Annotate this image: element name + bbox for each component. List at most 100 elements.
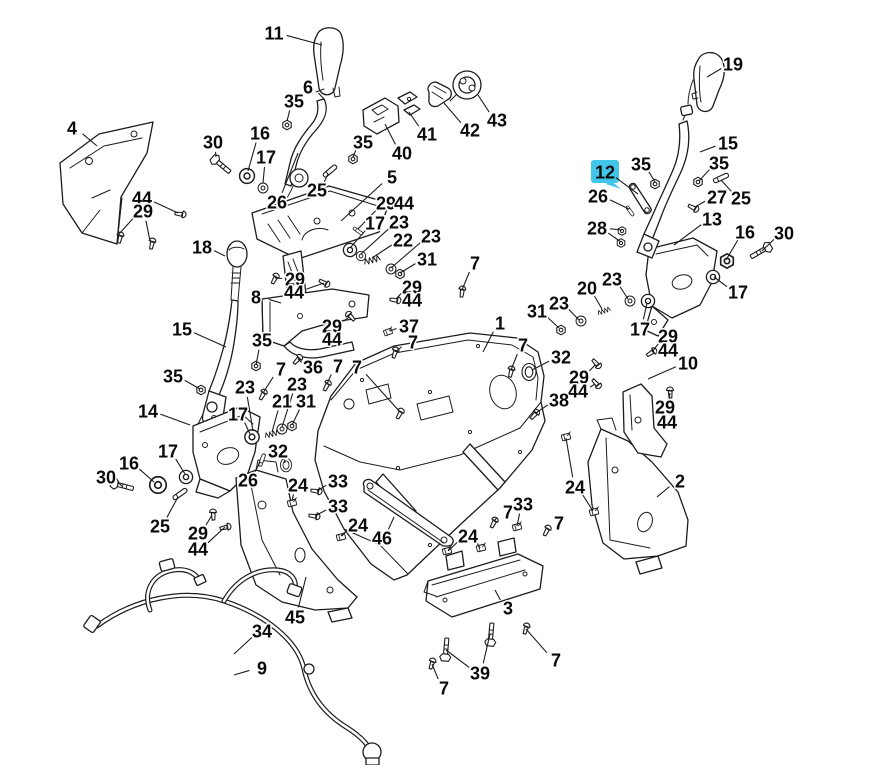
part-label-23[interactable]: 23 xyxy=(285,373,308,396)
part-label-31[interactable]: 31 xyxy=(415,248,438,271)
part-label-32[interactable]: 32 xyxy=(549,346,572,369)
part-label-29[interactable]: 29 xyxy=(131,200,154,223)
part-label-16[interactable]: 16 xyxy=(117,452,140,475)
part-label-44[interactable]: 44 xyxy=(320,328,343,351)
part-label-26[interactable]: 26 xyxy=(586,185,609,208)
part-label-7[interactable]: 7 xyxy=(468,252,481,275)
part-label-35[interactable]: 35 xyxy=(250,329,273,352)
part-label-7[interactable]: 7 xyxy=(552,512,565,535)
part-label-29[interactable]: 29 xyxy=(186,522,209,545)
part-label-29[interactable]: 29 xyxy=(653,396,676,419)
part-label-44[interactable]: 44 xyxy=(656,339,679,362)
part-label-17[interactable]: 17 xyxy=(226,403,249,426)
part-label-7[interactable]: 7 xyxy=(406,331,419,354)
part-label-17[interactable]: 17 xyxy=(726,281,749,304)
part-label-5[interactable]: 5 xyxy=(385,166,398,189)
part-label-36[interactable]: 36 xyxy=(301,356,324,379)
part-label-30[interactable]: 30 xyxy=(201,131,224,154)
part-label-40[interactable]: 40 xyxy=(390,142,413,165)
part-label-23[interactable]: 23 xyxy=(387,211,410,234)
part-label-44[interactable]: 44 xyxy=(130,187,153,210)
part-label-39[interactable]: 39 xyxy=(468,662,491,685)
part-label-34[interactable]: 34 xyxy=(250,620,273,643)
part-label-14[interactable]: 14 xyxy=(136,400,159,423)
part-label-44[interactable]: 44 xyxy=(655,411,678,434)
part-label-35[interactable]: 35 xyxy=(282,90,305,113)
part-label-29[interactable]: 29 xyxy=(400,276,423,299)
part-label-20[interactable]: 20 xyxy=(575,277,598,300)
part-label-38[interactable]: 38 xyxy=(547,389,570,412)
part-label-7[interactable]: 7 xyxy=(437,677,450,700)
part-label-41[interactable]: 41 xyxy=(415,123,438,146)
part-label-23[interactable]: 23 xyxy=(600,268,623,291)
part-label-35[interactable]: 35 xyxy=(351,131,374,154)
part-label-28[interactable]: 28 xyxy=(585,217,608,240)
part-label-29[interactable]: 29 xyxy=(320,315,343,338)
part-label-25[interactable]: 25 xyxy=(729,187,752,210)
part-label-2[interactable]: 2 xyxy=(673,470,686,493)
part-label-25[interactable]: 25 xyxy=(305,179,328,202)
part-label-19[interactable]: 19 xyxy=(721,53,744,76)
part-label-23[interactable]: 23 xyxy=(419,225,442,248)
part-label-29[interactable]: 29 xyxy=(656,325,679,348)
part-label-42[interactable]: 42 xyxy=(458,119,481,142)
part-label-7[interactable]: 7 xyxy=(516,334,529,357)
part-label-24[interactable]: 24 xyxy=(563,476,586,499)
part-label-45[interactable]: 45 xyxy=(283,606,306,629)
part-label-10[interactable]: 10 xyxy=(676,352,699,375)
part-label-24[interactable]: 24 xyxy=(346,514,369,537)
part-label-27[interactable]: 27 xyxy=(705,186,728,209)
part-label-7[interactable]: 7 xyxy=(350,356,363,379)
part-label-12-highlighted[interactable]: 12 xyxy=(593,161,616,184)
part-label-46[interactable]: 46 xyxy=(370,527,393,550)
part-label-15[interactable]: 15 xyxy=(170,318,193,341)
part-label-24[interactable]: 24 xyxy=(456,525,479,548)
part-label-30[interactable]: 30 xyxy=(772,222,795,245)
part-label-22[interactable]: 22 xyxy=(391,229,414,252)
part-label-21[interactable]: 21 xyxy=(270,390,293,413)
part-label-43[interactable]: 43 xyxy=(485,109,508,132)
part-label-7[interactable]: 7 xyxy=(549,649,562,672)
part-label-44[interactable]: 44 xyxy=(400,289,423,312)
part-label-18[interactable]: 18 xyxy=(190,236,213,259)
part-label-44[interactable]: 44 xyxy=(282,281,305,304)
part-label-7[interactable]: 7 xyxy=(274,358,287,381)
part-label-31[interactable]: 31 xyxy=(294,390,317,413)
part-label-30[interactable]: 30 xyxy=(94,466,117,489)
part-label-32[interactable]: 32 xyxy=(266,440,289,463)
part-label-17[interactable]: 17 xyxy=(628,318,651,341)
part-label-31[interactable]: 31 xyxy=(525,300,548,323)
part-label-33[interactable]: 33 xyxy=(326,470,349,493)
part-label-17[interactable]: 17 xyxy=(254,146,277,169)
part-label-9[interactable]: 9 xyxy=(255,657,268,680)
part-label-44[interactable]: 44 xyxy=(566,380,589,403)
part-label-23[interactable]: 23 xyxy=(233,376,256,399)
part-label-15[interactable]: 15 xyxy=(716,132,739,155)
part-label-6[interactable]: 6 xyxy=(301,76,314,99)
part-label-35[interactable]: 35 xyxy=(161,365,184,388)
part-label-44[interactable]: 44 xyxy=(186,538,209,561)
part-label-11[interactable]: 11 xyxy=(263,22,285,45)
part-label-35[interactable]: 35 xyxy=(707,152,730,175)
part-label-17[interactable]: 17 xyxy=(363,212,386,235)
part-label-35[interactable]: 35 xyxy=(629,153,652,176)
part-label-8[interactable]: 8 xyxy=(249,286,262,309)
part-label-29[interactable]: 29 xyxy=(567,366,590,389)
part-label-7[interactable]: 7 xyxy=(501,501,514,524)
part-label-13[interactable]: 13 xyxy=(700,208,723,231)
part-label-29[interactable]: 29 xyxy=(283,268,306,291)
part-label-17[interactable]: 17 xyxy=(156,440,179,463)
part-label-3[interactable]: 3 xyxy=(501,597,514,620)
part-label-24[interactable]: 24 xyxy=(286,474,309,497)
part-label-1[interactable]: 1 xyxy=(493,312,506,335)
part-label-26[interactable]: 26 xyxy=(236,469,259,492)
part-label-29[interactable]: 29 xyxy=(374,192,397,215)
part-label-23[interactable]: 23 xyxy=(547,292,570,315)
part-label-16[interactable]: 16 xyxy=(248,122,271,145)
part-label-44[interactable]: 44 xyxy=(392,192,415,215)
part-label-16[interactable]: 16 xyxy=(733,221,756,244)
part-label-7[interactable]: 7 xyxy=(331,355,344,378)
part-label-33[interactable]: 33 xyxy=(511,493,534,516)
part-label-4[interactable]: 4 xyxy=(65,117,78,140)
part-label-26[interactable]: 26 xyxy=(265,191,288,214)
